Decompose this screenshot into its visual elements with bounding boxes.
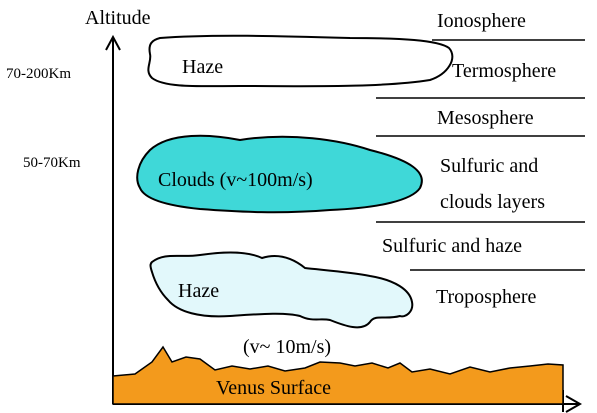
- layer-troposphere: Troposphere: [436, 286, 536, 308]
- upper-haze-label: Haze: [182, 56, 223, 78]
- clouds-blob: [136, 134, 423, 214]
- layer-sulfuric-clouds-line1: Sulfuric and: [440, 155, 538, 177]
- range-label-middle: 50-70Km: [23, 155, 81, 171]
- venus-surface-label: Venus Surface: [216, 377, 331, 399]
- layer-termosphere: Termosphere: [452, 60, 556, 82]
- altitude-title: Altitude: [85, 7, 151, 29]
- layer-ionosphere: Ionosphere: [437, 10, 526, 32]
- range-label-upper: 70-200Km: [6, 66, 71, 82]
- venus-surface: [112, 345, 564, 405]
- layer-sulfuric-haze: Sulfuric and haze: [382, 235, 522, 257]
- axes: [105, 34, 583, 413]
- lower-haze-blob: [149, 251, 414, 329]
- lower-wind-label: (v~ 10m/s): [243, 336, 331, 358]
- upper-haze-blob: [147, 34, 454, 88]
- lower-haze-label: Haze: [178, 280, 219, 302]
- horizontal-axis-arrowhead: [565, 395, 583, 413]
- layer-mesosphere: Mesosphere: [437, 107, 534, 129]
- altitude-axis-arrowhead: [105, 34, 121, 51]
- clouds-label: Clouds (v~100m/s): [158, 169, 313, 191]
- layer-separators: [376, 39, 585, 271]
- layer-sulfuric-clouds-line2: clouds layers: [440, 191, 545, 213]
